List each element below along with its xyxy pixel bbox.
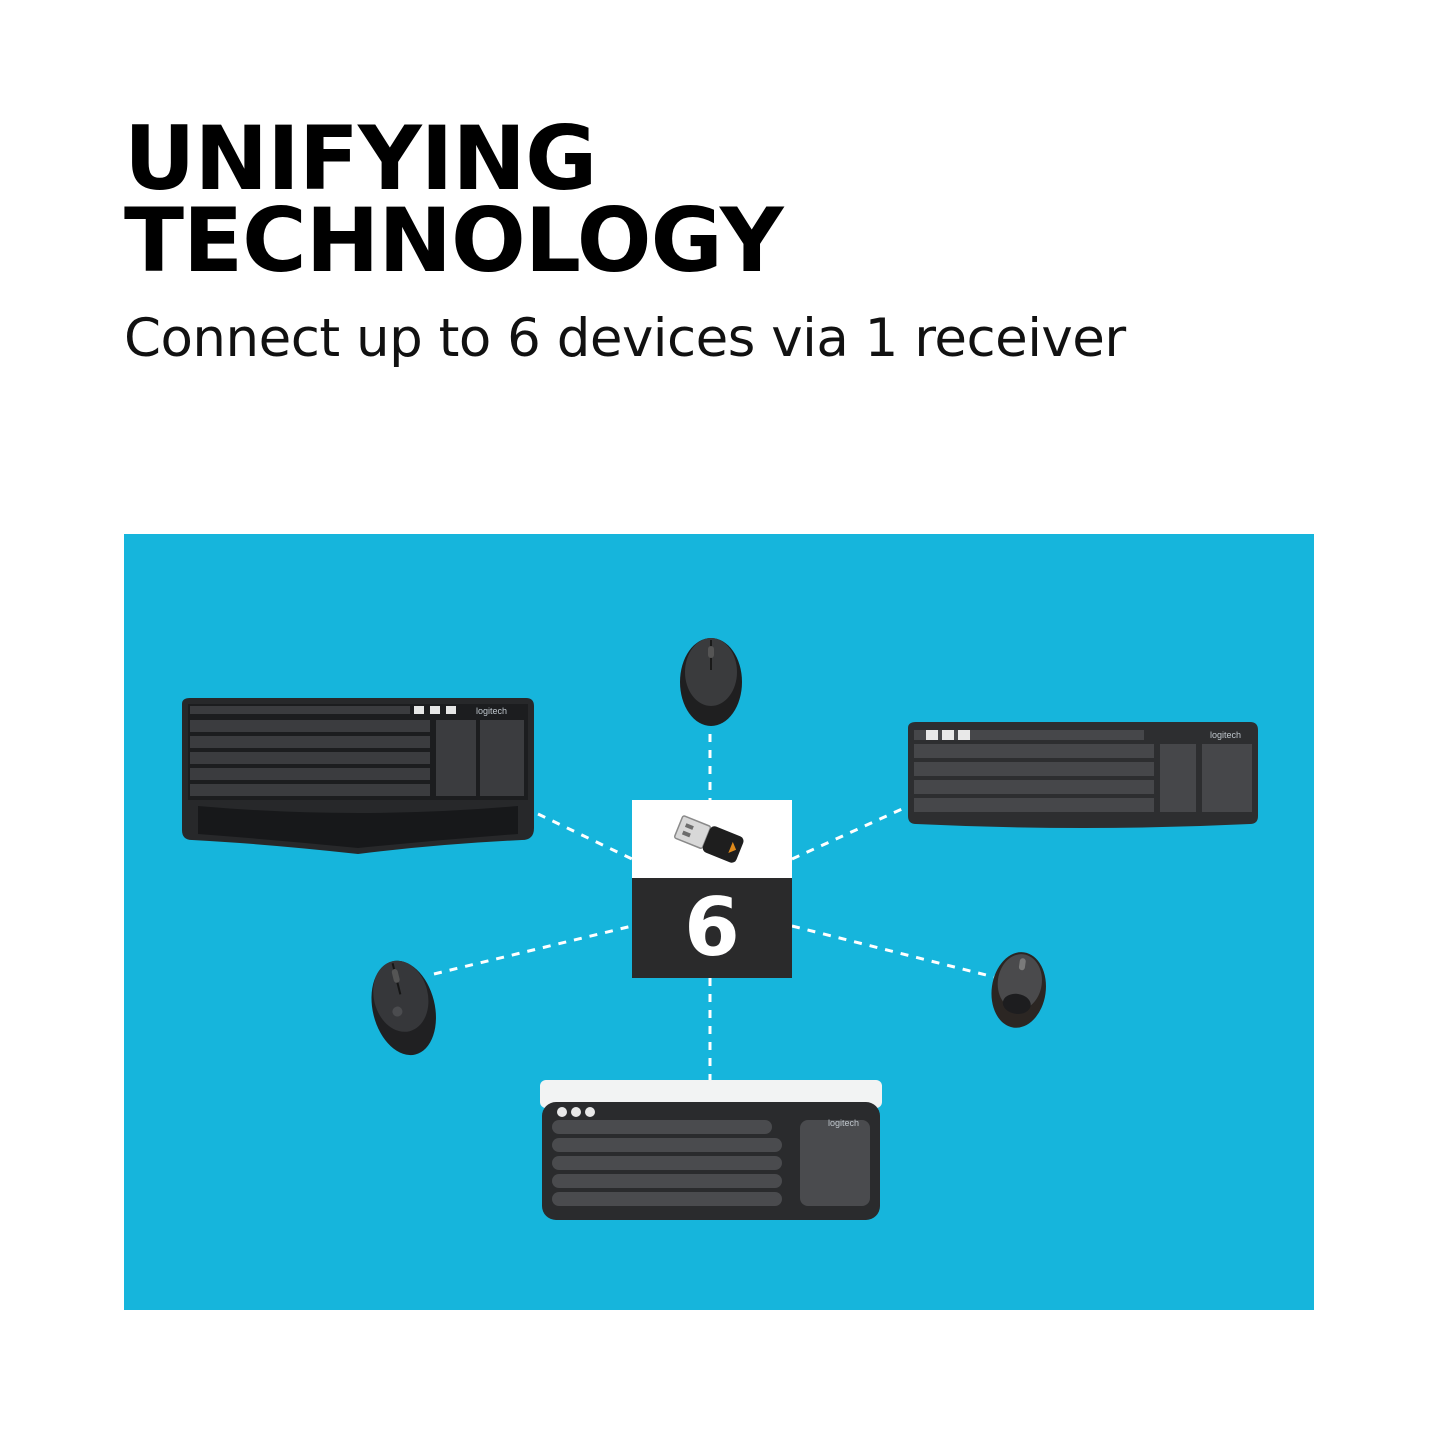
device-count: 6 bbox=[632, 878, 792, 978]
line-to-left-keyboard bbox=[537, 812, 633, 861]
line-to-right-mouse bbox=[791, 924, 995, 979]
right-keyboard-logo: logitech bbox=[1210, 730, 1242, 740]
connector-lines bbox=[433, 734, 995, 1080]
usb-receiver-icon bbox=[673, 815, 744, 863]
devices-panel: 6 bbox=[124, 534, 1314, 1310]
bottom-keyboard-logo: logitech bbox=[828, 1118, 860, 1128]
left-keyboard bbox=[182, 698, 534, 854]
right-mouse bbox=[991, 952, 1046, 1028]
left-mouse bbox=[371, 960, 436, 1056]
bottom-keyboard bbox=[540, 1080, 882, 1220]
subheadline: Connect up to 6 devices via 1 receiver bbox=[124, 308, 1126, 369]
headline: UNIFYING TECHNOLOGY bbox=[124, 107, 784, 292]
right-keyboard bbox=[908, 722, 1258, 828]
receiver-box: 6 bbox=[632, 800, 792, 978]
headline-line-2: TECHNOLOGY bbox=[124, 189, 784, 292]
headline-line-1: UNIFYING bbox=[124, 107, 597, 210]
line-to-right-keyboard bbox=[791, 807, 903, 861]
left-keyboard-logo: logitech bbox=[476, 706, 508, 716]
top-mouse bbox=[680, 638, 742, 726]
receiver-image-area bbox=[632, 800, 792, 878]
line-to-left-mouse bbox=[433, 924, 633, 976]
